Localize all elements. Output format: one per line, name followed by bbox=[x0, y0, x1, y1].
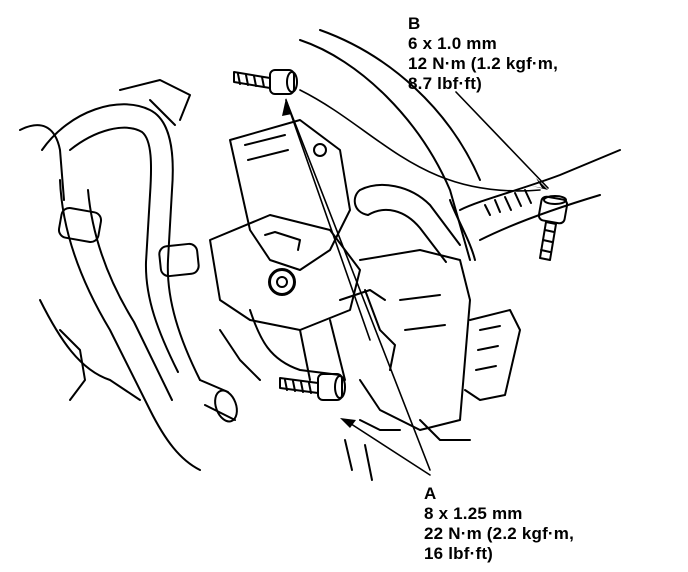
callout-a-torque-line2: 16 lbf·ft) bbox=[424, 544, 494, 563]
bolt-a-lower bbox=[279, 373, 346, 401]
bolt-b-top bbox=[233, 69, 298, 95]
callout-b-size: 6 x 1.0 mm bbox=[408, 34, 497, 53]
callout-a-tag: A bbox=[424, 484, 437, 503]
callout-b-torque-line2: 8.7 lbf·ft) bbox=[408, 74, 482, 93]
callout-b-tag: B bbox=[408, 14, 421, 33]
bolt-a-upper bbox=[268, 268, 296, 296]
leader-lines bbox=[285, 89, 549, 476]
bolt-icon bbox=[537, 195, 569, 261]
callout-a-size: 8 x 1.25 mm bbox=[424, 504, 523, 523]
callout-b: B 6 x 1.0 mm 12 N·m (1.2 kgf·m, 8.7 lbf·… bbox=[408, 14, 558, 94]
upper-hose bbox=[299, 29, 621, 261]
left-hose-assembly bbox=[19, 79, 238, 471]
engine-block bbox=[59, 119, 521, 481]
callout-b-torque-line1: 12 N·m (1.2 kgf·m, bbox=[408, 54, 559, 73]
callout-a: A 8 x 1.25 mm 22 N·m (2.2 kgf·m, 16 lbf·… bbox=[424, 484, 574, 564]
callout-a-torque-line1: 22 N·m (2.2 kgf·m, bbox=[424, 524, 575, 543]
middle-hose bbox=[353, 184, 461, 263]
arrowheads bbox=[282, 98, 548, 428]
